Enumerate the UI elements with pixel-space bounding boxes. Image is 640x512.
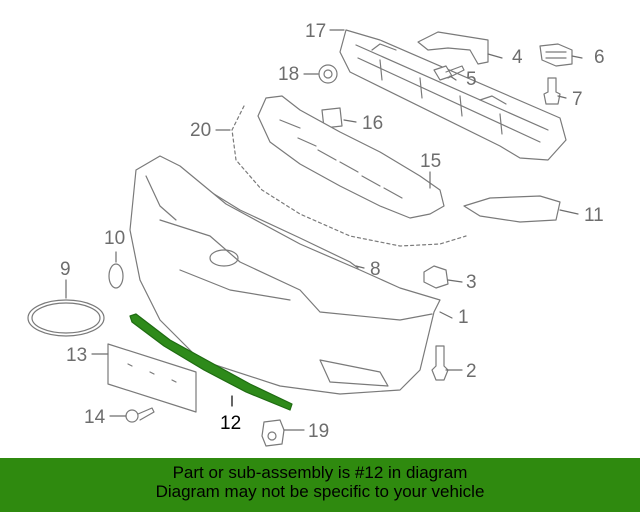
absorber-part-15 [257, 95, 445, 219]
screw-part-14 [125, 407, 155, 423]
bolt-part-5 [433, 65, 465, 81]
callout-3: 3 [466, 272, 477, 293]
callout-10: 10 [104, 228, 126, 249]
callout-11: 11 [584, 205, 604, 226]
sensor-part-19 [261, 419, 285, 447]
ring-part-9 [27, 299, 105, 337]
callout-2: 2 [466, 361, 477, 382]
callout-20: 20 [190, 120, 212, 141]
clip-part-6 [539, 43, 573, 67]
bracket-part-3 [423, 265, 449, 289]
plate-bracket-part-13 [107, 343, 197, 413]
callout-4: 4 [512, 47, 523, 68]
impact-beam-part-17 [339, 29, 567, 161]
lower-lip-part-12 [129, 313, 293, 411]
callout-8: 8 [370, 259, 381, 280]
callout-6: 6 [594, 47, 605, 68]
banner-line-1: Part or sub-assembly is #12 in diagram [172, 463, 468, 482]
wiring-part-20 [231, 105, 467, 247]
callout-15: 15 [420, 151, 442, 172]
nut-part-18 [318, 64, 338, 84]
callout-13: 13 [66, 345, 88, 366]
callout-14: 14 [84, 407, 106, 428]
cover-part-10 [108, 263, 124, 289]
callout-1: 1 [458, 307, 469, 328]
pad-part-16 [321, 107, 343, 129]
bumper-fascia-part-1 [129, 155, 441, 395]
callout-16: 16 [362, 113, 384, 134]
callout-18: 18 [278, 64, 300, 85]
pin-part-7 [543, 77, 561, 105]
bolt-part-2 [431, 345, 449, 381]
callout-12: 12 [220, 413, 242, 434]
banner-line-2: Diagram may not be specific to your vehi… [155, 482, 485, 501]
callout-17: 17 [305, 21, 327, 42]
info-banner: Part or sub-assembly is #12 in diagram D… [0, 458, 640, 512]
callout-5: 5 [466, 69, 477, 90]
leader-lines [65, 29, 583, 431]
lamp-part-11 [463, 195, 561, 223]
bracket-part-4 [417, 31, 489, 65]
parts-diagram [27, 29, 583, 447]
callout-19: 19 [308, 421, 330, 442]
callout-9: 9 [60, 259, 71, 280]
strip-part-8 [187, 177, 359, 269]
callout-7: 7 [572, 89, 583, 110]
